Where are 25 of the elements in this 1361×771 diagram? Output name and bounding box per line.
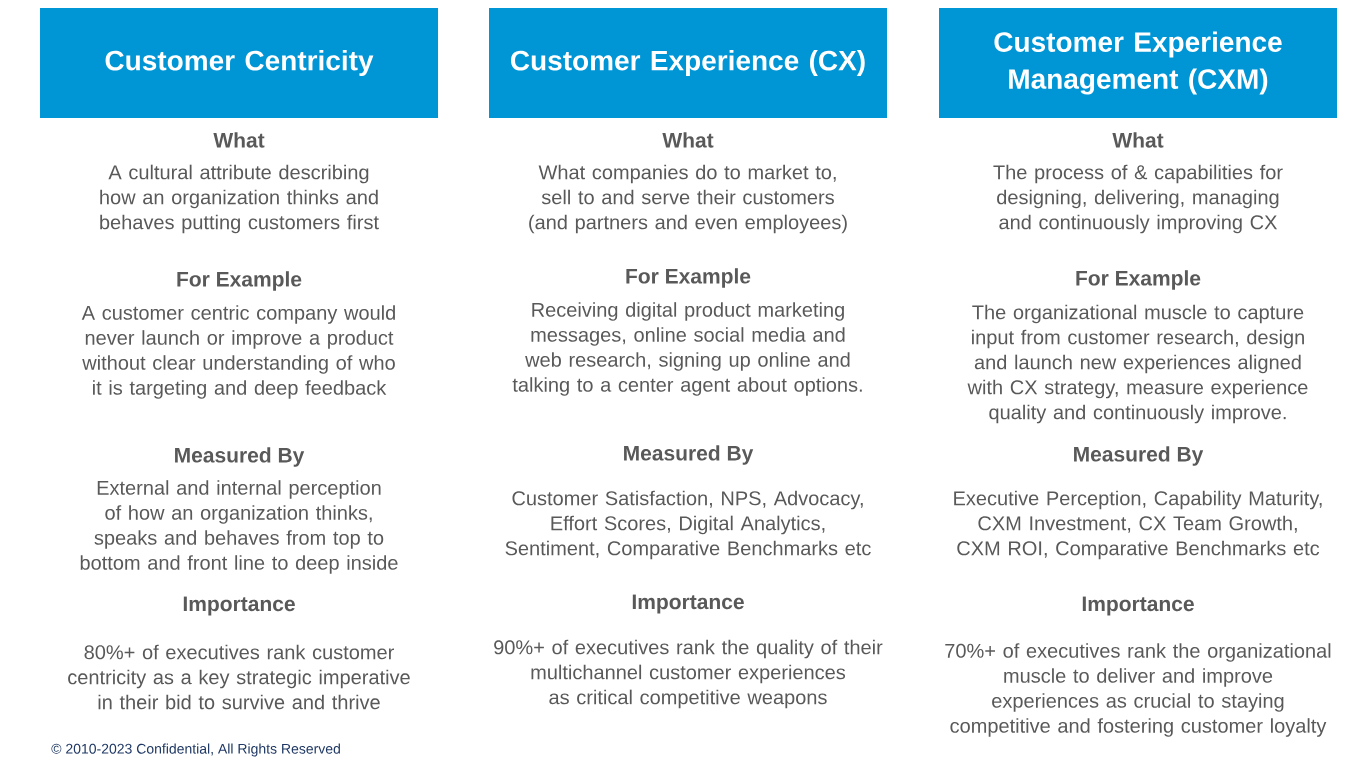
- body-text: 70%+ of executives rank the organizational muscle to deliver and improve experiences as crucial to staying competitive and fostering customer loyalty: [945, 643, 1331, 737]
- header-box: Customer Experience Management (CXM): [939, 8, 1337, 118]
- section-heading: For Example: [1076, 270, 1201, 290]
- body-text: A customer centric company would never launch or improve a product without clear understanding of who it is targeting and deep feedback: [81, 305, 395, 399]
- header-box: Customer Centricity: [40, 8, 438, 118]
- section-heading: For Example: [177, 271, 302, 291]
- section-heading: Measured By: [175, 447, 305, 467]
- body-text: External and internal perception of how an organization thinks, speaks and behaves from top to bottom and front line to deep inside: [80, 480, 398, 574]
- body-text: The process of & capabilities for designing, delivering, managing and continuously improving CX: [993, 164, 1283, 234]
- body-text: Customer Satisfaction, NPS, Advocacy, Effort Scores, Digital Analytics, Sentiment, Comparative Benchmarks etc: [505, 490, 871, 560]
- body-text: What companies do to market to, sell to and serve their customers (and partners and even employees): [529, 164, 847, 234]
- body-text: Executive Perception, Capability Maturity, CXM Investment, CX Team Growth, CXM ROI, Comparative Benchmarks etc: [954, 490, 1322, 560]
- body-text: A cultural attribute describing how an organization thinks and behaves putting customers first: [100, 164, 379, 234]
- body-text: 90%+ of executives rank the quality of their multichannel customer experiences as critical competitive weapons: [494, 639, 883, 709]
- section-heading: Measured By: [1074, 446, 1204, 466]
- section-heading: Importance: [1082, 596, 1194, 616]
- header-box: Customer Experience (CX): [489, 8, 887, 118]
- body-text: 80%+ of executives rank customer centricity as a key strategic imperative in their bid to survive and thrive: [68, 644, 410, 710]
- section-heading: For Example: [626, 268, 751, 288]
- body-text: The organizational muscle to capture input from customer research, design and launch new experiences aligned with CX strategy, measure experience quality and continuously improve.: [967, 304, 1308, 424]
- section-heading: Importance: [183, 596, 295, 616]
- copyright-note: © 2010-2023 Confidential, All Rights Reserved: [51, 743, 340, 757]
- body-text: Receiving digital product marketing messages, online social media and web research, signing up online and talking to a center agent about options.: [512, 302, 862, 396]
- section-heading: Importance: [632, 594, 744, 614]
- section-heading: Measured By: [624, 445, 754, 465]
